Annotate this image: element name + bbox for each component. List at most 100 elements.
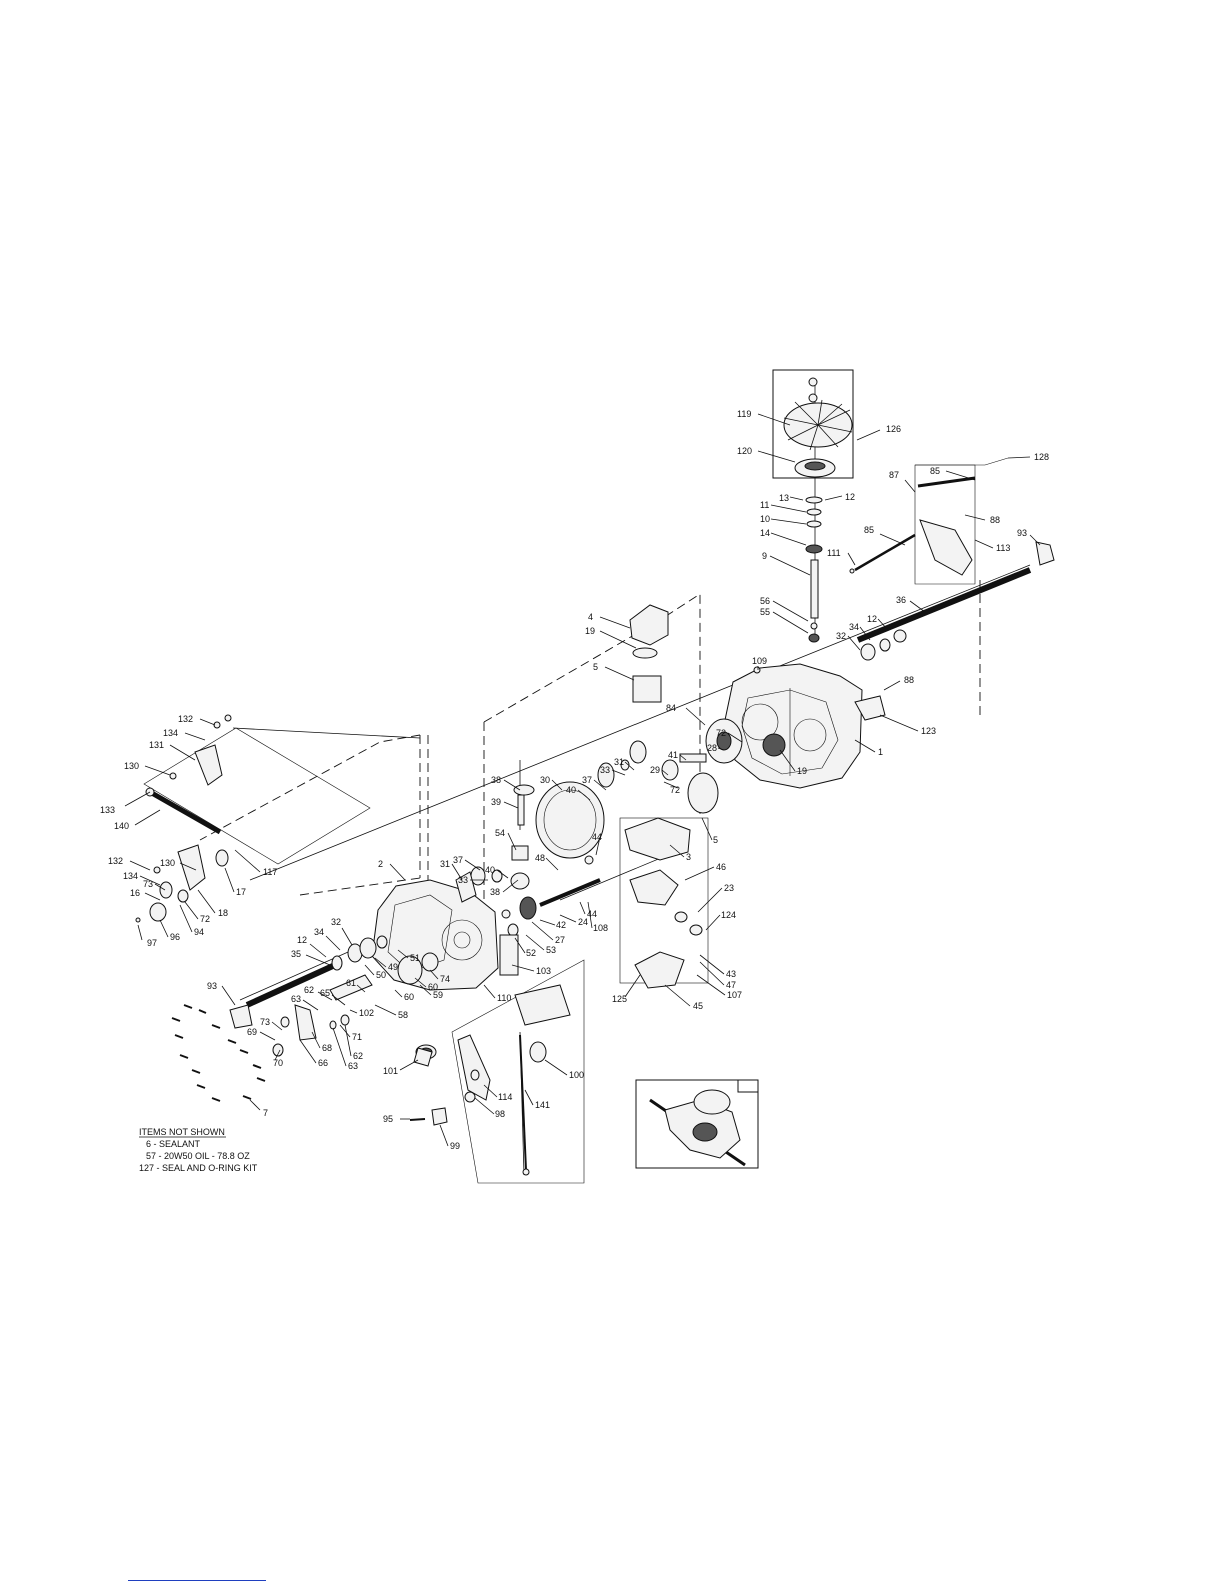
leader-line — [705, 914, 721, 931]
callout-label: 66 — [318, 1058, 328, 1068]
leader-line — [699, 954, 725, 975]
leader-line — [904, 479, 916, 493]
leader-line — [663, 781, 679, 789]
callout-label: 85 — [930, 466, 940, 476]
leader-line — [511, 964, 535, 972]
leader-line — [349, 1009, 358, 1014]
callout-label: 84 — [666, 703, 676, 713]
note-line: 6 - SEALANT — [146, 1139, 201, 1149]
housing-2 — [371, 879, 499, 991]
callout-label: 17 — [236, 887, 246, 897]
callout-label: 32 — [331, 917, 341, 927]
leader-line — [159, 919, 169, 938]
callout-label: 19 — [585, 626, 595, 636]
items-not-shown-note: ITEMS NOT SHOWN 6 - SEALANT 57 - 20W50 O… — [139, 1127, 258, 1173]
leader-line — [309, 943, 327, 958]
callout-label: 42 — [556, 920, 566, 930]
leader-line — [579, 901, 586, 915]
callout-label: 44 — [592, 832, 602, 842]
leader-line — [847, 552, 856, 566]
leader-line — [259, 1031, 276, 1041]
note-line: 127 - SEAL AND O-RING KIT — [139, 1163, 258, 1173]
leader-line — [789, 496, 804, 501]
callout-label: 62 — [353, 1051, 363, 1061]
callout-label: 59 — [433, 990, 443, 1000]
callout-label: 134 — [163, 728, 178, 738]
callout-label: 70 — [273, 1058, 283, 1068]
leader-line — [669, 844, 685, 858]
leader-line — [595, 836, 601, 856]
callout-label: 31 — [440, 859, 450, 869]
callout-label: 94 — [194, 927, 204, 937]
leader-line — [604, 666, 635, 681]
callout-label: 4 — [588, 612, 593, 622]
callout-label: 18 — [218, 908, 228, 918]
leader-line — [679, 754, 687, 761]
callout-label: 95 — [383, 1114, 393, 1124]
leader-line — [325, 935, 341, 951]
leader-line — [544, 1059, 568, 1076]
leader-line — [483, 984, 496, 999]
callout-label: 14 — [760, 528, 770, 538]
leader-line — [221, 985, 236, 1006]
leader-line — [587, 901, 593, 929]
callout-label: 130 — [160, 858, 175, 868]
leader-line — [274, 1049, 281, 1061]
callout-label: 119 — [737, 409, 751, 419]
leader-line — [545, 857, 559, 871]
callout-label: 13 — [779, 493, 789, 503]
leader-line — [184, 901, 199, 920]
callout-label: 41 — [668, 750, 678, 760]
callout-label: 24 — [578, 917, 588, 927]
leader-line — [451, 863, 463, 881]
callout-label: 68 — [322, 1043, 332, 1053]
callout-label: 71 — [352, 1032, 362, 1042]
leader-line — [429, 969, 439, 980]
callout-label: 140 — [114, 821, 129, 831]
callout-label: 34 — [314, 927, 324, 937]
callout-label: 32 — [836, 631, 846, 641]
callout-label: 53 — [546, 945, 556, 955]
callout-label: 72 — [716, 728, 726, 738]
callout-label: 1 — [878, 747, 883, 757]
callout-label: 93 — [1017, 528, 1027, 538]
callout-label: 107 — [727, 990, 742, 1000]
leader-line — [399, 1059, 419, 1071]
callout-label: 31 — [614, 757, 624, 767]
callout-label: 51 — [410, 953, 420, 963]
callout-label: 19 — [797, 766, 807, 776]
callout-label: 11 — [760, 500, 769, 510]
leader-line — [179, 904, 193, 933]
leader-line — [1007, 456, 1031, 459]
callout-label: 101 — [383, 1066, 398, 1076]
callout-label: 60 — [428, 982, 438, 992]
leader-line — [847, 635, 861, 651]
callout-label: 38 — [491, 775, 501, 785]
leader-line — [389, 863, 406, 881]
callout-label: 73 — [143, 879, 153, 889]
callout-label: 54 — [495, 828, 505, 838]
leader-line — [124, 791, 151, 807]
leader-line — [909, 600, 926, 613]
callout-label: 38 — [490, 887, 500, 897]
callout-label: 52 — [526, 948, 536, 958]
leader-line — [685, 707, 706, 726]
callout-label: 63 — [291, 994, 301, 1004]
callout-label: 48 — [535, 853, 545, 863]
callout-label: 23 — [724, 883, 734, 893]
callout-label: 132 — [178, 714, 193, 724]
callout-label: 113 — [996, 543, 1010, 553]
leader-line — [503, 779, 521, 791]
leader-line — [696, 974, 726, 996]
leader-line — [332, 1027, 347, 1067]
callout-label: 45 — [693, 1001, 703, 1011]
callout-label: 34 — [849, 622, 859, 632]
leader-line — [664, 984, 691, 1007]
gear-train — [455, 604, 743, 989]
leader-line — [144, 892, 161, 901]
leader-line — [757, 450, 796, 463]
leader-line — [234, 849, 261, 873]
callout-label: 12 — [867, 614, 877, 624]
leader-line — [197, 889, 216, 914]
callout-label: 114 — [498, 1092, 512, 1102]
